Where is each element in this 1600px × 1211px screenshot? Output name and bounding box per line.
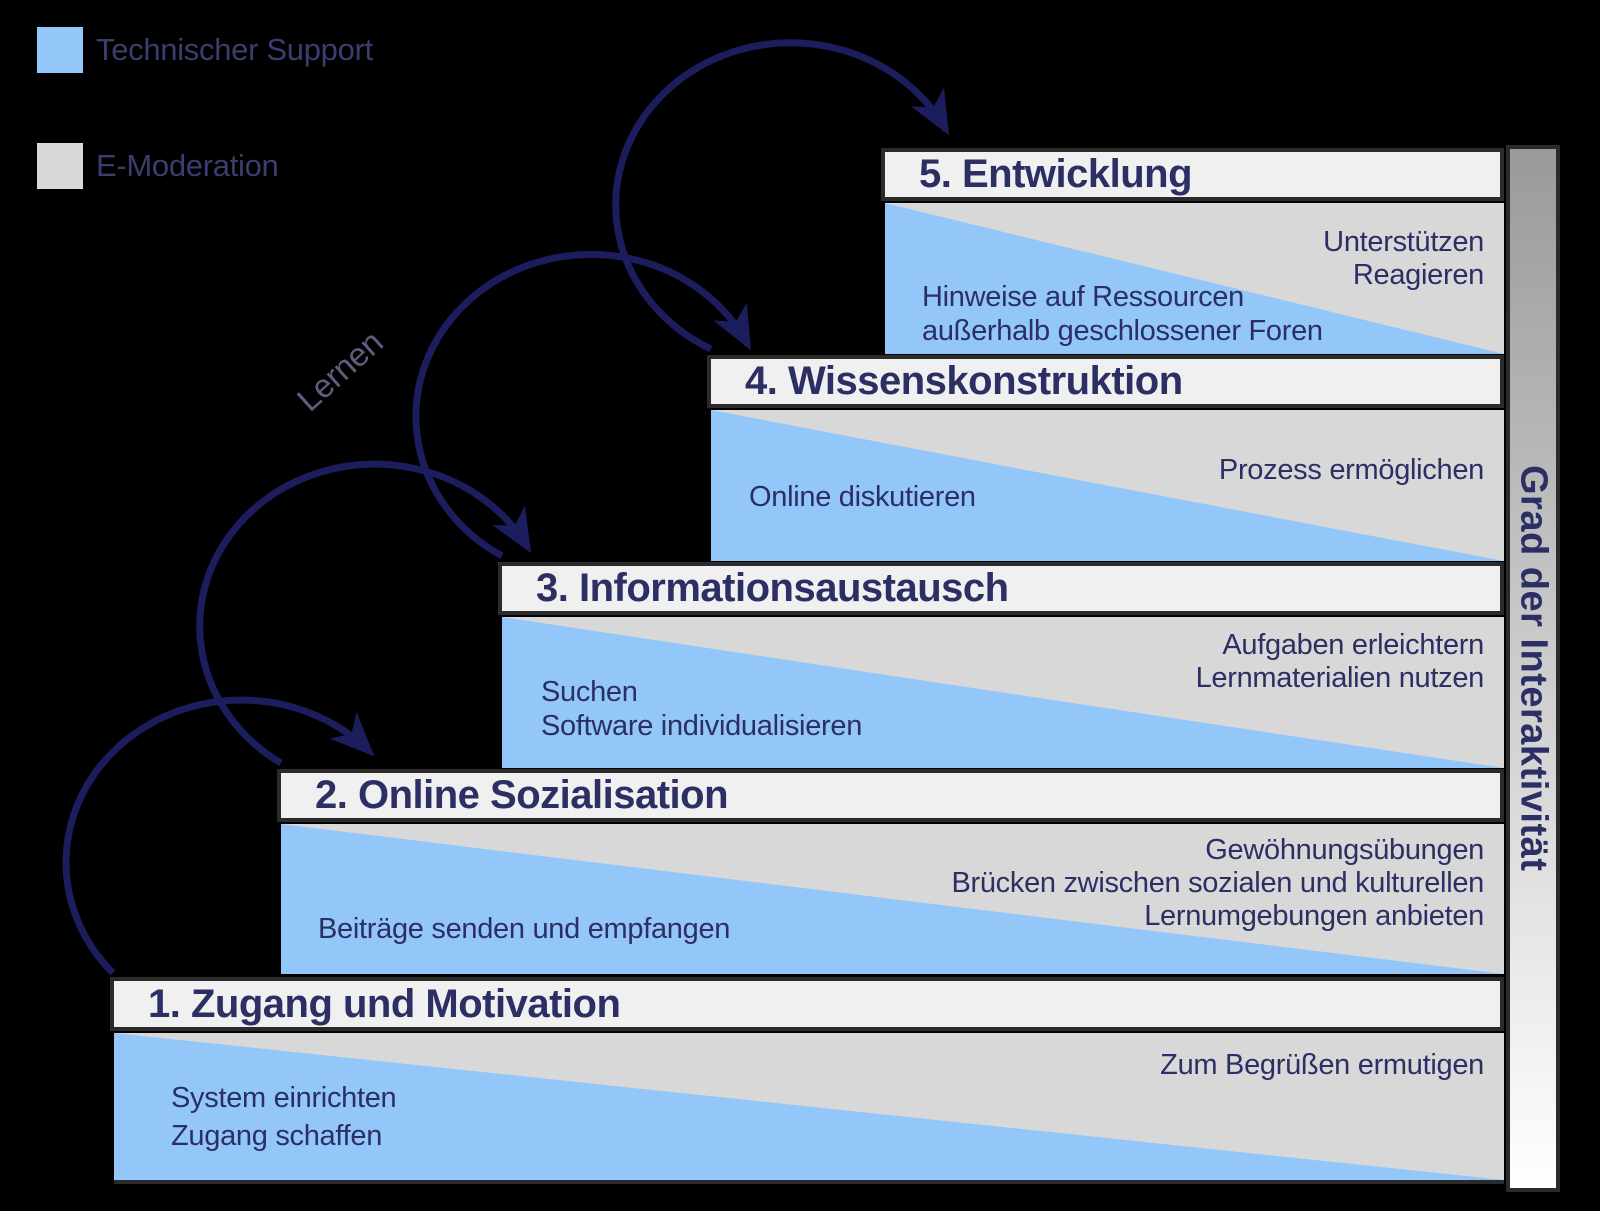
step-3-body: Aufgaben erleichtern Lernmaterialien nut…: [502, 617, 1504, 768]
legend-item-e-moderation: E-Moderation: [37, 143, 279, 189]
step-2-support-text: Beiträge senden und empfangen: [318, 912, 730, 946]
step-5-header: 5. Entwicklung: [881, 148, 1504, 201]
step-1-support-line-2: Zugang schaffen: [171, 1120, 383, 1152]
step-5-support-text: Hinweise auf Ressourcen außerhalb geschl…: [922, 280, 1323, 348]
step-4-header: 4. Wissenskonstruktion: [707, 355, 1504, 408]
step-2-body: Gewöhnungsübungen Brücken zwischen sozia…: [281, 824, 1504, 974]
step-2-title: 2. Online Sozialisation: [315, 773, 729, 817]
step-5-title: 5. Entwicklung: [919, 152, 1193, 196]
lernen-label: Lernen: [289, 323, 390, 419]
legend-item-technischer-support: Technischer Support: [37, 27, 373, 73]
arrow-step2-to-step3: [196, 460, 532, 767]
step-2-support-line-1: Beiträge senden und empfangen: [318, 913, 731, 945]
step-1-support-line-1: System einrichten: [171, 1082, 397, 1114]
step-2-moderation-line-1: Gewöhnungsübungen: [1205, 834, 1484, 866]
interactivity-axis-label: Grad der Interaktivität: [1512, 465, 1555, 872]
step-4-moderation-text: Prozess ermöglichen: [1219, 454, 1484, 487]
interactivity-axis-bar: Grad der Interaktivität: [1506, 145, 1560, 1192]
step-1-header: 1. Zugang und Motivation: [110, 977, 1504, 1031]
e-moderation-label: E-Moderation: [96, 148, 279, 183]
step-4-title: 4. Wissenskonstruktion: [745, 359, 1183, 403]
step-4-support-line-1: Online diskutieren: [749, 481, 976, 513]
step-1-moderation-text: Zum Begrüßen ermutigen: [1160, 1049, 1484, 1082]
step-3-support-text: Suchen Software individualisieren: [541, 675, 862, 743]
step-3-support-line-2: Software individualisieren: [541, 710, 863, 742]
step-2-moderation-line-2: Brücken zwischen sozialen und kulturelle…: [951, 867, 1484, 899]
step-1-moderation-line-1: Zum Begrüßen ermutigen: [1160, 1049, 1484, 1081]
step-4-support-text: Online diskutieren: [749, 480, 976, 514]
step-1-body: Zum Begrüßen ermutigen System einrichten…: [114, 1033, 1504, 1184]
technischer-support-label: Technischer Support: [96, 32, 373, 67]
step-2-moderation-text: Gewöhnungsübungen Brücken zwischen sozia…: [951, 834, 1484, 933]
step-2-header: 2. Online Sozialisation: [277, 769, 1504, 822]
step-3-support-line-1: Suchen: [541, 676, 638, 708]
step-3-moderation-text: Aufgaben erleichtern Lernmaterialien nut…: [1195, 629, 1485, 695]
step-2-moderation-line-3: Lernumgebungen anbieten: [1144, 900, 1484, 932]
step-5-moderation-text: Unterstützen Reagieren: [1323, 226, 1484, 292]
step-3-header: 3. Informationsaustausch: [498, 562, 1504, 615]
step-3-moderation-line-1: Aufgaben erleichtern: [1222, 629, 1484, 661]
technischer-support-swatch: [37, 27, 83, 73]
step-5-body: Unterstützen Reagieren Hinweise auf Ress…: [885, 203, 1504, 354]
step-4-moderation-line-1: Prozess ermöglichen: [1218, 454, 1484, 486]
step-4-body: Prozess ermöglichen Online diskutieren: [711, 410, 1504, 561]
step-5-support-line-2: außerhalb geschlossener Foren: [922, 315, 1323, 347]
step-1-title: 1. Zugang und Motivation: [148, 981, 621, 1026]
arrow-step3-to-step4: [412, 250, 752, 560]
step-5-moderation-line-1: Unterstützen: [1323, 226, 1484, 258]
step-3-moderation-line-2: Lernmaterialien nutzen: [1195, 662, 1485, 694]
step-5-support-line-1: Hinweise auf Ressourcen: [922, 281, 1244, 313]
e-moderation-swatch: [37, 143, 83, 189]
step-5-moderation-line-2: Reagieren: [1352, 259, 1484, 291]
step-1-support-text: System einrichten Zugang schaffen: [171, 1079, 397, 1155]
step-3-title: 3. Informationsaustausch: [536, 566, 1009, 610]
